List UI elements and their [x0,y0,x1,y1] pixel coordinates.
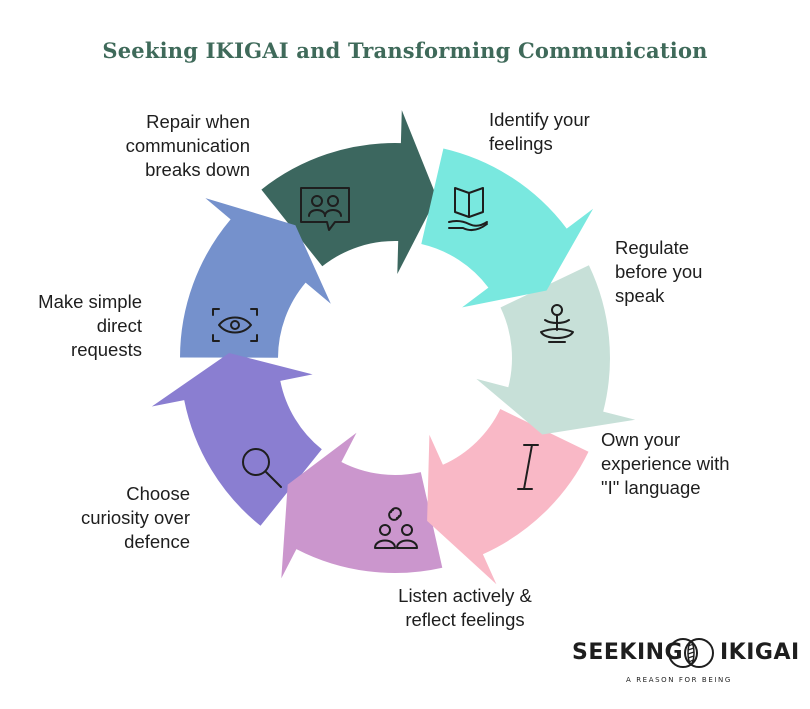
step-label-i-language: Own your experience with "I" language [601,428,730,500]
step-4-text: Listen actively & reflect feelings [398,585,532,630]
logo-tagline: A REASON FOR BEING [626,676,732,684]
cycle-arrow-segment-5 [151,353,322,526]
step-1-text: Identify your feelings [489,109,590,154]
cycle-arrow-segment-2 [476,265,636,435]
meditation-icon [540,304,574,343]
logo-word-ikigai: IKIGAI [720,640,800,665]
diagram-title: Seeking IKIGAI and Transforming Communic… [102,38,708,63]
people-link-icon [374,507,418,549]
step-2-text: Regulate before you speak [615,237,703,306]
step-3-text: Own your experience with "I" language [601,429,730,498]
step-7-text: Repair when communication breaks down [125,111,250,180]
cycle-arrow-segment-1 [421,148,594,308]
step-label-listen: Listen actively & reflect feelings [370,584,560,632]
step-label-regulate: Regulate before you speak [615,236,702,308]
cycle-arrow-segment-3 [427,409,589,585]
step-label-requests: Make simple direct requests [0,290,142,362]
step-label-curiosity: Choose curiosity over defence [40,482,190,554]
cycle-icons [212,187,574,549]
seeking-ikigai-logo: SEEKING IKIGAI A REASON FOR BEING [568,636,799,690]
logo-word-seeking: SEEKING [572,640,684,665]
step-6-text: Make simple direct requests [38,291,142,360]
step-5-text: Choose curiosity over defence [81,483,190,552]
cycle-arrow-segment-6 [180,198,331,358]
magnifier-icon [242,448,282,488]
open-book-hand-icon [448,187,488,232]
step-label-identify-feelings: Identify your feelings [489,108,590,156]
step-label-repair: Repair when communication breaks down [80,110,250,182]
eye-frame-icon [212,308,258,342]
logo-mark-icon [668,638,714,668]
cursor-i-icon [517,444,539,490]
people-chat-icon [300,187,350,231]
